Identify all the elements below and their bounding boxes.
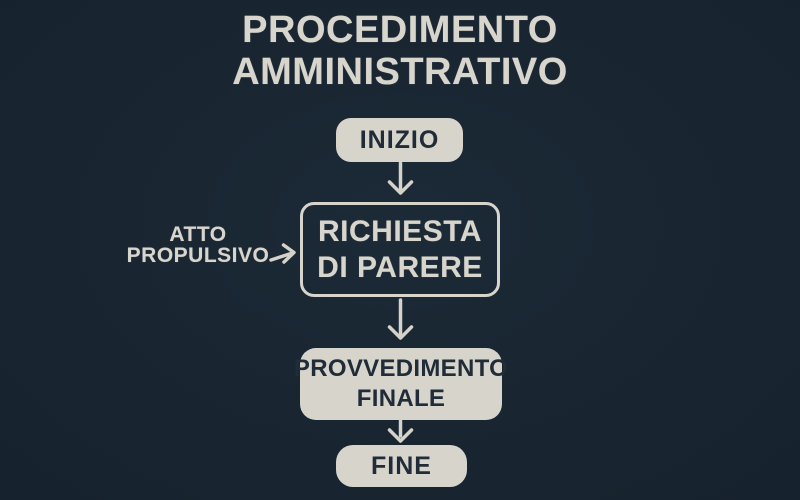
node-richiesta-di-parere-label: RICHIESTA DI PARERE [317, 215, 483, 284]
node-provvedimento-finale-label: PROVVEDIMENTO FINALE [293, 355, 509, 412]
node-fine: FINE [336, 445, 467, 487]
down-arrow-icon-richiesta-to-provvedimento [387, 298, 414, 340]
down-arrow-icon-inizio-to-richiesta [387, 161, 414, 195]
node-provvedimento-finale: PROVVEDIMENTO FINALE [294, 348, 508, 420]
node-richiesta-di-parere: RICHIESTA DI PARERE [300, 202, 500, 297]
node-fine-label: FINE [371, 451, 432, 480]
side-label-atto-propulsivo: ATTO PROPULSIVO [126, 223, 270, 267]
node-inizio: INIZIO [336, 118, 463, 162]
down-arrow-icon-provvedimento-to-fine [387, 419, 414, 443]
node-inizio-label: INIZIO [359, 125, 440, 154]
page-title: PROCEDIMENTO AMMINISTRATIVO [232, 9, 568, 93]
